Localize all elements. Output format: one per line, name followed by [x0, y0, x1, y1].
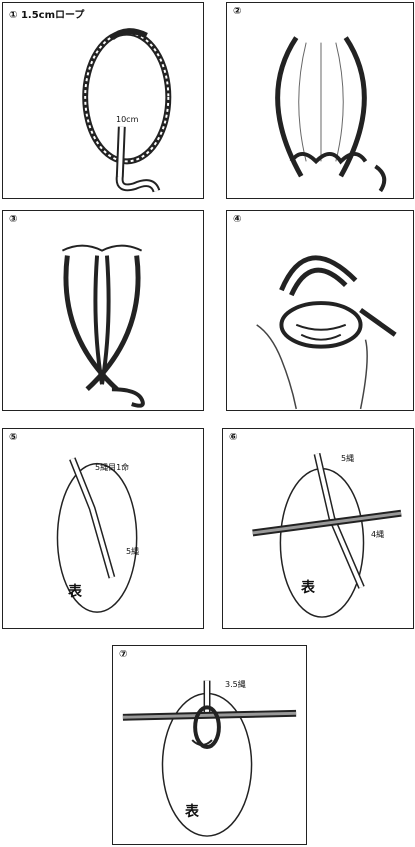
- rope-bundle-drawing: [227, 3, 413, 198]
- rope-loop-drawing: [3, 3, 203, 198]
- step-2-panel: ②: [226, 2, 414, 199]
- step-4-panel: ④: [226, 210, 414, 411]
- length-label: 10cm: [116, 115, 138, 124]
- step-number: ⑦: [119, 649, 127, 660]
- top-label: 3.5縄: [225, 679, 246, 690]
- step-number: ⑤: [9, 432, 17, 443]
- rope-spread-drawing: [3, 211, 203, 410]
- top-label: 5縄目1命: [95, 462, 129, 473]
- step-number: ① 1.5cmロープ: [9, 6, 84, 21]
- step-number: ⑥: [229, 432, 237, 443]
- hand-weaving-drawing: [227, 211, 413, 410]
- sandal-cross-drawing: [223, 429, 413, 628]
- step-number: ②: [233, 6, 241, 17]
- surface-label: 表: [301, 577, 315, 597]
- surface-label: 表: [185, 801, 199, 821]
- step-6-panel: ⑥ 5縄 4縄 表: [222, 428, 414, 629]
- side-label: 5縄: [126, 546, 139, 557]
- step-5-panel: ⑤ 5縄目1命 5縄 表: [2, 428, 204, 629]
- step-title: 1.5cmロープ: [21, 10, 84, 21]
- sandal-sole-drawing: [3, 429, 203, 628]
- step-number: ③: [9, 214, 17, 225]
- top-label: 5縄: [341, 453, 354, 464]
- step-1-panel: ① 1.5cmロープ 10cm: [2, 2, 204, 199]
- step-7-panel: ⑦ 3.5縄 表: [112, 645, 307, 845]
- surface-label: 表: [68, 581, 82, 601]
- step-number: ④: [233, 214, 241, 225]
- step-3-panel: ③: [2, 210, 204, 411]
- sandal-knot-drawing: [113, 646, 306, 844]
- mid-label: 4縄: [371, 529, 384, 540]
